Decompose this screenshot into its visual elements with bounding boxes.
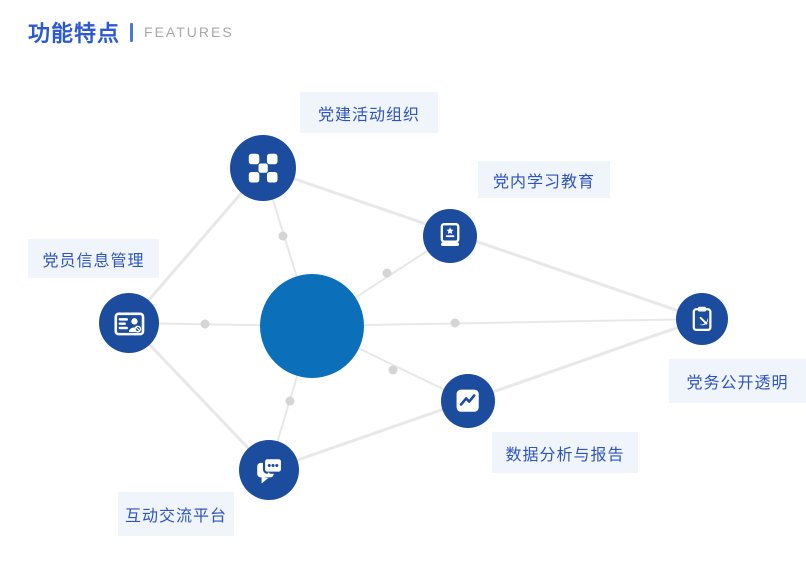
node-interaction: [239, 440, 299, 500]
trend-chart-icon: [456, 389, 480, 413]
hub-spokes: [128, 167, 703, 471]
chat-bubbles-icon: [256, 456, 283, 484]
spoke-dots: [200, 231, 460, 406]
modules-icon: [248, 153, 278, 183]
node-label-party-activity: 党建活动组织: [300, 92, 438, 133]
section-header: 功能特点 FEATURES: [28, 16, 234, 48]
node-data-analysis: [441, 374, 495, 428]
title-divider: [130, 22, 134, 42]
outer-edges: [127, 166, 704, 472]
node-label-data-analysis: 数据分析与报告: [492, 432, 638, 473]
id-card-icon: [114, 312, 144, 336]
node-party-activity: [230, 135, 296, 201]
node-label-interaction: 互动交流平台: [118, 492, 234, 536]
page-subtitle: FEATURES: [144, 24, 234, 40]
node-member-info: [99, 293, 159, 353]
node-party-transparency: [676, 293, 728, 345]
node-label-party-learning: 党内学习教育: [478, 161, 610, 198]
page-title: 功能特点: [28, 21, 121, 46]
node-label-member-info: 党员信息管理: [28, 239, 159, 278]
book-star-icon: [440, 223, 460, 247]
hub-node: [260, 274, 364, 378]
clipboard-emblem-icon: [692, 306, 712, 331]
node-label-party-transparency: 党务公开透明: [669, 359, 806, 403]
node-party-learning: [423, 209, 477, 263]
